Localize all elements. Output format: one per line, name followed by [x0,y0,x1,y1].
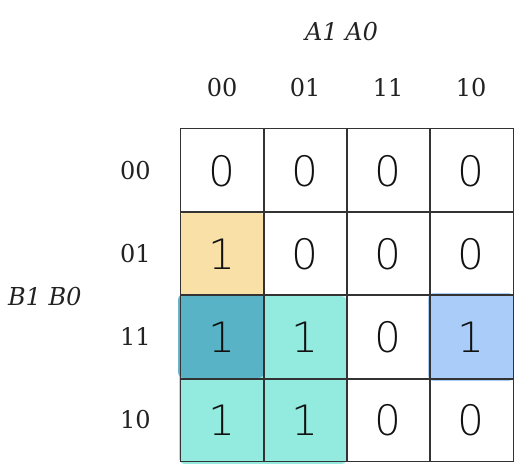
grid-line [180,378,514,380]
cell-value: 0 [374,396,401,445]
cell-value: 1 [291,396,318,445]
cell-value: 0 [291,147,318,196]
grid-line [180,294,514,296]
cell-value: 0 [457,230,484,279]
cell-value: 0 [291,230,318,279]
cell-value: 0 [374,147,401,196]
cell-value: 0 [208,147,235,196]
dark-teal-overlap-highlight [178,294,264,378]
cell-value: 1 [208,230,235,279]
cell-value: 1 [208,313,235,362]
cell-value: 1 [291,313,318,362]
yellow-group-highlight [180,212,264,298]
cell-value: 1 [457,313,484,362]
column-label: 10 [455,74,487,102]
cell-value: 1 [208,396,235,445]
row-label: 01 [120,240,151,268]
row-label: 00 [120,157,151,185]
row-label: 10 [120,406,151,434]
cell-value: 0 [457,396,484,445]
cell-value: 0 [374,230,401,279]
column-label: 00 [206,74,238,102]
row-variables-label: B1 B0 [8,283,82,311]
column-label: 11 [372,74,404,102]
column-label: 01 [289,74,321,102]
grid-line [180,211,514,213]
cell-value: 0 [374,313,401,362]
row-label: 11 [120,323,151,351]
column-variables-label: A1 A0 [305,18,378,46]
blue-group-highlight [428,293,514,381]
cell-value: 0 [457,147,484,196]
